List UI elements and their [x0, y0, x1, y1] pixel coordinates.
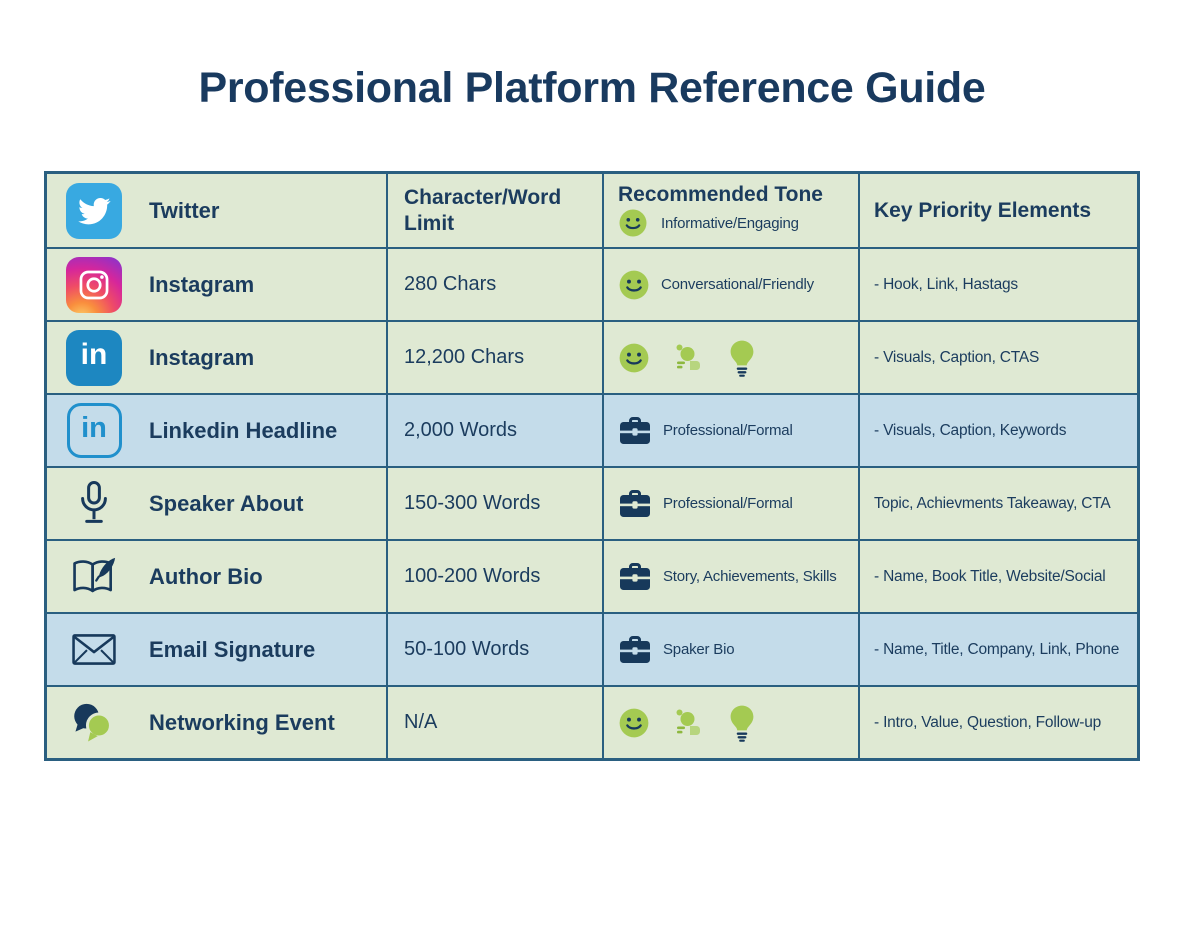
column-header-tone: Recommended Tone — [618, 183, 823, 206]
tone-value: Informative/Engaging — [661, 214, 799, 232]
limit-cell: 100-200 Words — [386, 541, 602, 612]
platform-name: Instagram — [149, 271, 255, 297]
tone-value: Spaker Bio — [663, 641, 735, 658]
column-header-limit: Character/Word Limit — [386, 174, 602, 247]
elements-cell: Topic, Achievments Takeaway, CTA — [858, 468, 1137, 539]
lightbulb-icon — [726, 704, 758, 742]
elements-cell: - Visuals, Caption, CTAS — [858, 322, 1137, 393]
platform-name: Twitter — [149, 197, 220, 223]
linkedin-badge-icon: in — [65, 329, 123, 386]
tone-value: Conversational/Friendly — [661, 276, 814, 293]
platform-cell: Speaker About — [47, 468, 386, 539]
column-header-elements: Key Priority Elements — [858, 174, 1137, 247]
limit-cell: 2,000 Words — [386, 395, 602, 466]
platform-cell: Author Bio — [47, 541, 386, 612]
table-row: Speaker About 150-300 Words Professional… — [47, 466, 1137, 539]
speaking-person-icon — [670, 705, 706, 741]
platform-cell: in Linkedin Headline — [47, 395, 386, 466]
elements-cell: - Hook, Link, Hastags — [858, 249, 1137, 320]
tone-value: Professional/Formal — [663, 422, 793, 439]
elements-cell: - Intro, Value, Question, Follow-up — [858, 687, 1137, 758]
platform-name: Instagram — [149, 344, 255, 370]
chat-bubbles-icon — [65, 702, 123, 744]
tone-value: Professional/Formal — [663, 495, 793, 512]
tone-cell: Story, Achievements, Skills — [602, 541, 858, 612]
platform-name: Linkedin Headline — [149, 417, 338, 443]
platform-cell: Email Signature — [47, 614, 386, 685]
briefcase-icon — [618, 562, 652, 592]
table-row: Email Signature 50-100 Words Spaker Bio … — [47, 612, 1137, 685]
linkedin-outline-icon: in — [65, 403, 123, 458]
elements-cell: - Visuals, Caption, Keywords — [858, 395, 1137, 466]
platform-name: Networking Event — [149, 709, 335, 735]
table-row: Networking Event N/A - Intro, Value, Que… — [47, 685, 1137, 758]
table-row: in Instagram 12,200 Chars - Visuals, Cap… — [47, 320, 1137, 393]
table-row: in Linkedin Headline 2,000 Words Profess… — [47, 393, 1137, 466]
tone-cell: Professional/Formal — [602, 468, 858, 539]
elements-cell: - Name, Book Title, Website/Social — [858, 541, 1137, 612]
tone-cell: Professional/Formal — [602, 395, 858, 466]
tone-value: Story, Achievements, Skills — [663, 568, 837, 585]
envelope-icon — [65, 632, 123, 667]
book-quill-icon — [65, 556, 123, 598]
platform-name: Author Bio — [149, 563, 263, 589]
lightbulb-icon — [726, 339, 758, 377]
smiley-icon — [618, 269, 650, 301]
briefcase-icon — [618, 635, 652, 665]
tone-cell: Spaker Bio — [602, 614, 858, 685]
limit-cell: 12,200 Chars — [386, 322, 602, 393]
platform-name: Email Signature — [149, 636, 316, 662]
limit-cell: 150-300 Words — [386, 468, 602, 539]
twitter-icon — [65, 182, 123, 239]
page-title: Professional Platform Reference Guide — [198, 64, 986, 112]
platform-cell: Instagram — [47, 249, 386, 320]
platform-cell: in Instagram — [47, 322, 386, 393]
microphone-icon — [65, 479, 123, 529]
platform-cell: Networking Event — [47, 687, 386, 758]
elements-cell: - Name, Title, Company, Link, Phone — [858, 614, 1137, 685]
briefcase-icon — [618, 489, 652, 519]
column-header-tone-cell: Recommended Tone Informative/Engaging — [602, 174, 858, 247]
limit-cell: 50-100 Words — [386, 614, 602, 685]
limit-cell: 280 Chars — [386, 249, 602, 320]
instagram-icon — [65, 256, 123, 313]
tone-cell — [602, 687, 858, 758]
limit-cell: N/A — [386, 687, 602, 758]
speaking-person-icon — [670, 340, 706, 376]
reference-table: Twitter Character/Word Limit Recommended… — [44, 171, 1140, 761]
smiley-icon — [618, 208, 648, 238]
table-row: Author Bio 100-200 Words Story, Achievem… — [47, 539, 1137, 612]
tone-cell: Conversational/Friendly — [602, 249, 858, 320]
table-row: Twitter Character/Word Limit Recommended… — [47, 174, 1137, 247]
smiley-icon — [618, 342, 650, 374]
smiley-icon — [618, 707, 650, 739]
briefcase-icon — [618, 416, 652, 446]
platform-name: Speaker About — [149, 490, 304, 516]
platform-cell: Twitter — [47, 174, 386, 247]
table-row: Instagram 280 Chars Conversational/Frien… — [47, 247, 1137, 320]
tone-cell — [602, 322, 858, 393]
